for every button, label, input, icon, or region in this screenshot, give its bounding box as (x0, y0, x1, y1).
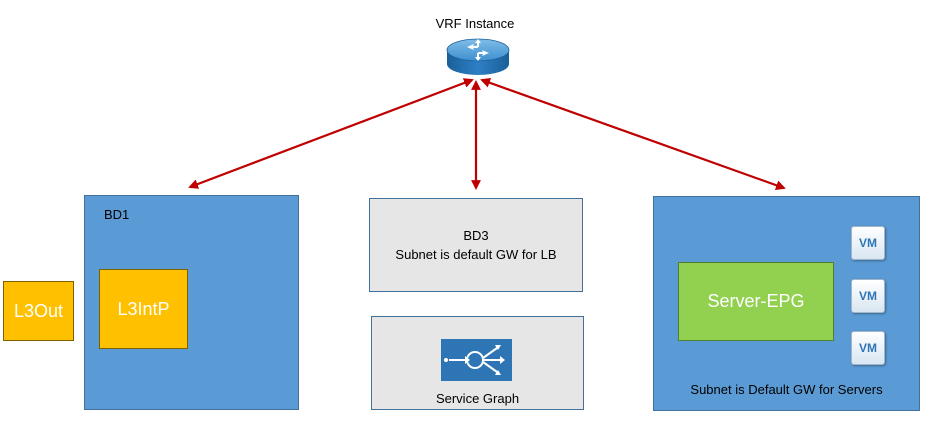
bd1-label: BD1 (104, 207, 130, 222)
service-graph-icon (441, 339, 512, 381)
service-graph-label: Service Graph (435, 391, 520, 406)
vrf-instance-label: VRF Instance (435, 16, 515, 31)
vm-icon: VM (851, 331, 885, 365)
bd3-subtitle: Subnet is default GW for LB (395, 247, 557, 262)
server-subnet-label: Subnet is Default GW for Servers (690, 382, 883, 397)
server-epg-box: Server-EPG (678, 262, 834, 341)
router-icon (446, 38, 510, 75)
arrow-vrf-epg (480, 78, 786, 190)
arrow-vrf-bd1 (188, 78, 474, 189)
l3intp-box: L3IntP (99, 269, 188, 349)
bd3-title: BD3 (463, 228, 489, 243)
vm-icon: VM (851, 279, 885, 313)
bd3-box: BD3 Subnet is default GW for LB (369, 198, 583, 292)
vm-icon: VM (851, 226, 885, 260)
l3out-box: L3Out (3, 281, 74, 341)
